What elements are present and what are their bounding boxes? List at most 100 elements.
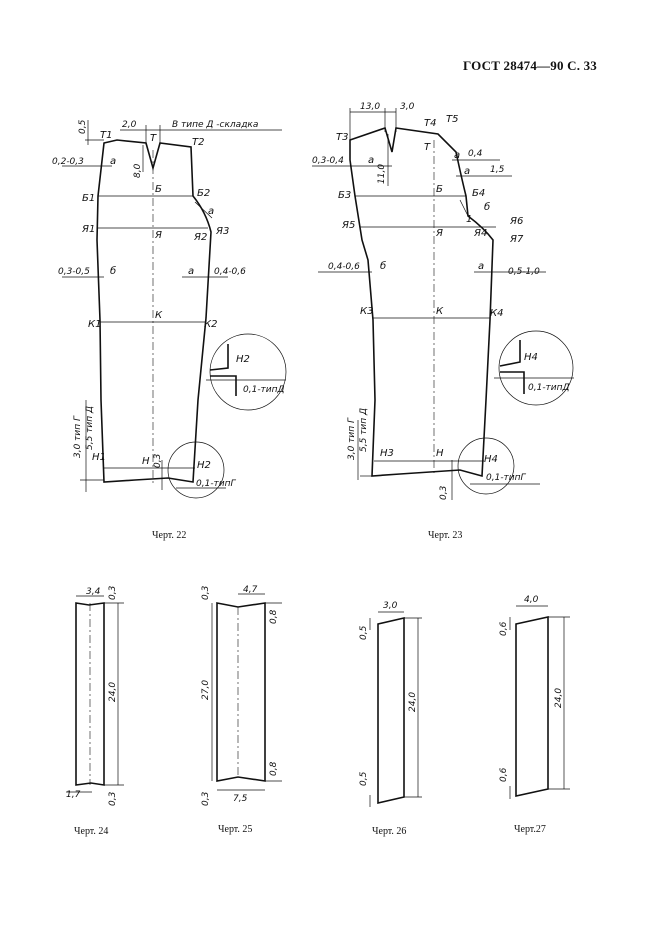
- fig23-dim-0510: 0,5-1,0: [508, 267, 540, 277]
- fig23-label-H3: Н3: [380, 448, 394, 459]
- fig23-label-K: К: [436, 306, 444, 317]
- figure-27: 4,0 24,0 0,6 0,6: [499, 595, 570, 799]
- caption-25: Черт. 25: [218, 824, 252, 835]
- fig22-dim-b: б: [110, 265, 116, 277]
- fig23-label-6: б: [484, 201, 490, 213]
- caption-23: Черт. 23: [428, 530, 462, 541]
- fig22-dim-30G: 3,0 тип Г: [73, 415, 83, 458]
- fig22-label-H2-bottom: Н2: [197, 460, 211, 471]
- fig23-label-B3: Б3: [338, 190, 351, 201]
- fig23-label-H4-detail: Н4: [524, 352, 538, 363]
- fig22-dim-01G: 0,1-типГ: [196, 479, 237, 489]
- fig22-label-Ya2: Я2: [193, 232, 207, 243]
- fig26-dim-l1: 0,5: [359, 625, 369, 640]
- fig23-label-1: 1: [466, 214, 472, 225]
- caption-26: Черт. 26: [372, 826, 406, 837]
- fig23-dim-30G: 3,0 тип Г: [347, 417, 357, 460]
- fig23-label-Ya: Я: [435, 228, 443, 239]
- fig25-dim-l1: 0,3: [201, 585, 211, 600]
- fig22-label-K1: К1: [88, 319, 101, 330]
- fig23-label-T: Т: [424, 142, 431, 153]
- fig22-dim-a3: а: [188, 266, 194, 277]
- fig22-label-T: Т: [150, 133, 157, 144]
- fig22-dim-03: 0,3: [153, 453, 163, 468]
- fig22-label-B: Б: [155, 184, 162, 195]
- fig23-dim-03: 0,3: [439, 485, 449, 500]
- fig22-dim-a2: а: [208, 206, 214, 217]
- fig25-dim-height: 27,0: [201, 680, 211, 700]
- fig24-dim-r2: 0,3: [108, 791, 118, 806]
- fig23-dim-130: 13,0: [360, 102, 380, 112]
- fig27-dim-top: 4,0: [524, 595, 539, 605]
- fig23-detail-circle-bottom: [457, 437, 515, 495]
- fig22-outline: [96, 139, 212, 483]
- fig27-dim-l1: 0,6: [499, 621, 509, 636]
- fig22-label-T1: Т1: [100, 130, 112, 141]
- fig23-label-Ya6: Я6: [509, 216, 523, 227]
- fig22-dim-20: 2,0: [122, 120, 137, 130]
- fig22-label-H1: Н1: [92, 452, 106, 463]
- fig23-dim-b: б: [380, 260, 386, 272]
- fig23-dim-a4: а: [478, 261, 484, 272]
- fig25-dim-r2: 0,8: [269, 761, 279, 776]
- fig22-dim-0203: 0,2-0,3: [52, 157, 84, 167]
- fig22-detail-circle-top: [209, 333, 287, 411]
- fig26-dim-l2: 0,5: [359, 771, 369, 786]
- fig22-label-Ya: Я: [154, 230, 162, 241]
- fig23-dim-0406: 0,4-0,6: [328, 262, 360, 272]
- fig23-label-H4-bottom: Н4: [484, 454, 498, 465]
- figure-26: 3,0 24,0 0,5 0,5: [359, 601, 422, 807]
- fig22-label-T2: Т2: [192, 137, 204, 148]
- fig23-dim-30: 3,0: [400, 102, 415, 112]
- fig23-dim-15: 1,5: [490, 165, 505, 175]
- fig22-label-Ya1: Я1: [81, 224, 95, 235]
- fig23-dim-55D: 5,5 тип Д: [359, 408, 369, 452]
- fig23-label-T4: Т4: [424, 118, 436, 129]
- caption-22: Черт. 22: [152, 530, 186, 541]
- fig23-label-K3: К3: [360, 306, 373, 317]
- fig23-dim-01G: 0,1-типГ: [486, 473, 527, 483]
- fig22-label-B2: Б2: [197, 188, 210, 199]
- fig22-label-Ya3: Я3: [215, 226, 229, 237]
- fig23-label-K4: К4: [490, 308, 503, 319]
- figure-22: Т1 Т Т2 Б1 Б Б2 Я1 Я Я2 Я3 К1 К К2 Н1 Н …: [52, 119, 287, 499]
- fig22-label-H: Н: [142, 456, 150, 467]
- fig22-label-K: К: [155, 310, 163, 321]
- fig22-label-K2: К2: [204, 319, 217, 330]
- fig23-label-Ya5: Я5: [341, 220, 355, 231]
- fig24-dim-r1: 0,3: [108, 585, 118, 600]
- fig25-outline: [216, 602, 266, 782]
- fig22-note: В типе Д -складка: [172, 120, 258, 130]
- fig24-dim-top: 3,4: [86, 587, 101, 597]
- fig24-dim-height: 24,0: [108, 682, 118, 702]
- fig23-dim-04: 0,4: [468, 149, 483, 159]
- fig27-outline: [515, 616, 549, 797]
- fig23-label-Ya4: Я4: [473, 228, 487, 239]
- fig27-dim-l2: 0,6: [499, 767, 509, 782]
- fig23-label-T3: Т3: [336, 132, 348, 143]
- fig23-label-H: Н: [436, 448, 444, 459]
- fig26-outline: [377, 616, 405, 805]
- fig23-detail-lines: [499, 340, 525, 394]
- fig23-dim-a3: а: [464, 166, 470, 177]
- fig23-dim-110: 11,0: [377, 164, 387, 184]
- caption-27: Черт.27: [514, 824, 546, 835]
- fig25-dim-r1: 0,8: [269, 609, 279, 624]
- fig22-dim-0305: 0,3-0,5: [58, 267, 90, 277]
- figure-25: 4,7 7,5 27,0 0,3 0,3 0,8 0,8: [201, 585, 282, 806]
- fig24-dim-bottom: 1,7: [66, 790, 81, 800]
- fig22-dim-01D: 0,1-типД: [243, 385, 285, 395]
- fig26-dim-height: 24,0: [408, 692, 418, 712]
- fig23-label-B4: Б4: [472, 188, 485, 199]
- fig22-dim-0406: 0,4-0,6: [214, 267, 246, 277]
- fig23-dim-a2: а: [454, 150, 460, 161]
- fig23-outline: [349, 126, 494, 478]
- fig23-detail-circle-top: [498, 330, 574, 406]
- fig22-dim-55D: 5,5 тип Д: [85, 406, 95, 450]
- fig22-dim: [194, 201, 213, 219]
- fig23-dim-a: а: [368, 155, 374, 166]
- fig25-dim-bottom: 7,5: [233, 794, 248, 804]
- page-header: ГОСТ 28474—90 С. 33: [463, 58, 597, 73]
- caption-24: Черт. 24: [74, 826, 108, 837]
